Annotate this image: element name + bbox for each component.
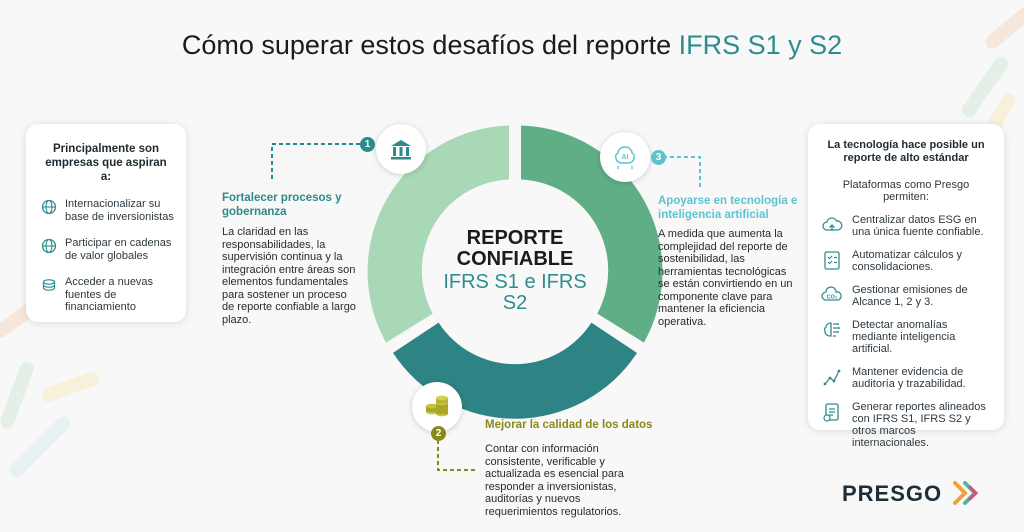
list-item: Internacionalizar su base de inversionis… — [41, 198, 176, 223]
section-3-title: Apoyarse en tecnología e inteligencia ar… — [658, 195, 798, 221]
checklist-icon — [824, 251, 840, 270]
section-1-title: Fortalecer procesos y gobernanza — [222, 192, 342, 218]
list-item-label: Participar en cadenas de valor globales — [65, 237, 172, 262]
list-item: Mantener evidencia de auditoría y trazab… — [821, 366, 994, 390]
list-item: Acceder a nuevas fuentes de financiamien… — [41, 276, 176, 314]
section-2-number: 2 — [431, 426, 446, 441]
list-item: Centralizar datos ESG en una única fuent… — [821, 214, 994, 238]
svg-text:AI: AI — [622, 154, 629, 161]
list-item: Generar reportes alineados con IFRS S1, … — [821, 401, 994, 449]
list-item: CO₂ Gestionar emisiones de Alcance 1, 2 … — [821, 284, 994, 308]
page-title: Cómo superar estos desafíos del reporte … — [181, 30, 843, 60]
section-2-body: Contar con información consistente, veri… — [485, 443, 624, 518]
presgo-chevron-icon — [953, 481, 979, 505]
cloud-upload-icon — [822, 217, 843, 231]
section-3-number: 3 — [651, 150, 666, 165]
co2-cloud-icon: CO₂ — [821, 286, 842, 301]
globe-icon — [41, 238, 57, 254]
right-card-heading: La tecnología hace posible un reporte de… — [827, 139, 985, 164]
center-title: REPORTE CONFIABLE — [456, 227, 574, 270]
connector-2 — [437, 440, 478, 471]
ring-segment-1 — [367, 125, 509, 343]
trend-icon — [823, 369, 841, 386]
list-item: Participar en cadenas de valor globales — [41, 237, 176, 262]
left-card-heading: Principalmente son empresas que aspiran … — [45, 143, 167, 183]
section-3-icon-circle: AI — [600, 132, 650, 182]
list-item-label: Automatizar cálculos y consolidaciones. — [852, 249, 963, 273]
list-item: Automatizar cálculos y consolidaciones. — [821, 249, 994, 273]
list-item-label: Internacionalizar su base de inversionis… — [65, 198, 174, 223]
right-info-card: La tecnología hace posible un reporte de… — [808, 124, 1004, 449]
ai-brain-icon: AI — [614, 146, 636, 169]
coin-stack-icon — [426, 395, 448, 417]
svg-text:CO₂: CO₂ — [827, 295, 838, 301]
left-info-card: Principalmente son empresas que aspiran … — [26, 124, 186, 322]
connector-1 — [271, 143, 360, 180]
right-card-subheading: Plataformas como Presgo permiten: — [842, 179, 970, 203]
globe-icon — [41, 199, 57, 215]
section-2-title: Mejorar la calidad de los datos — [485, 419, 653, 431]
report-icon — [823, 403, 839, 422]
brain-circuit-icon — [823, 322, 840, 337]
bank-icon — [391, 140, 411, 160]
list-item-label: Centralizar datos ESG en una única fuent… — [852, 214, 984, 238]
list-item-label: Detectar anomalías mediante inteligencia… — [852, 319, 956, 355]
list-item: Detectar anomalías mediante inteligencia… — [821, 319, 994, 355]
list-item-label: Generar reportes alineados con IFRS S1, … — [852, 401, 986, 449]
connector-3 — [663, 156, 701, 190]
section-1-icon-circle — [376, 124, 426, 174]
list-item-label: Acceder a nuevas fuentes de financiamien… — [65, 276, 154, 313]
presgo-logo: PRESGO — [842, 480, 983, 507]
section-1-body: La claridad en las responsabilidades, la… — [222, 226, 356, 326]
section-2-icon-circle — [412, 382, 462, 432]
list-item-label: Mantener evidencia de auditoría y trazab… — [852, 366, 966, 390]
center-subtitle: IFRS S1 e IFRS S2 — [443, 271, 587, 314]
list-item-label: Gestionar emisiones de Alcance 1, 2 y 3. — [852, 284, 968, 308]
section-1-number: 1 — [360, 137, 375, 152]
coins-icon — [42, 279, 56, 291]
section-3-body: A medida que aumenta la complejidad del … — [658, 228, 793, 328]
